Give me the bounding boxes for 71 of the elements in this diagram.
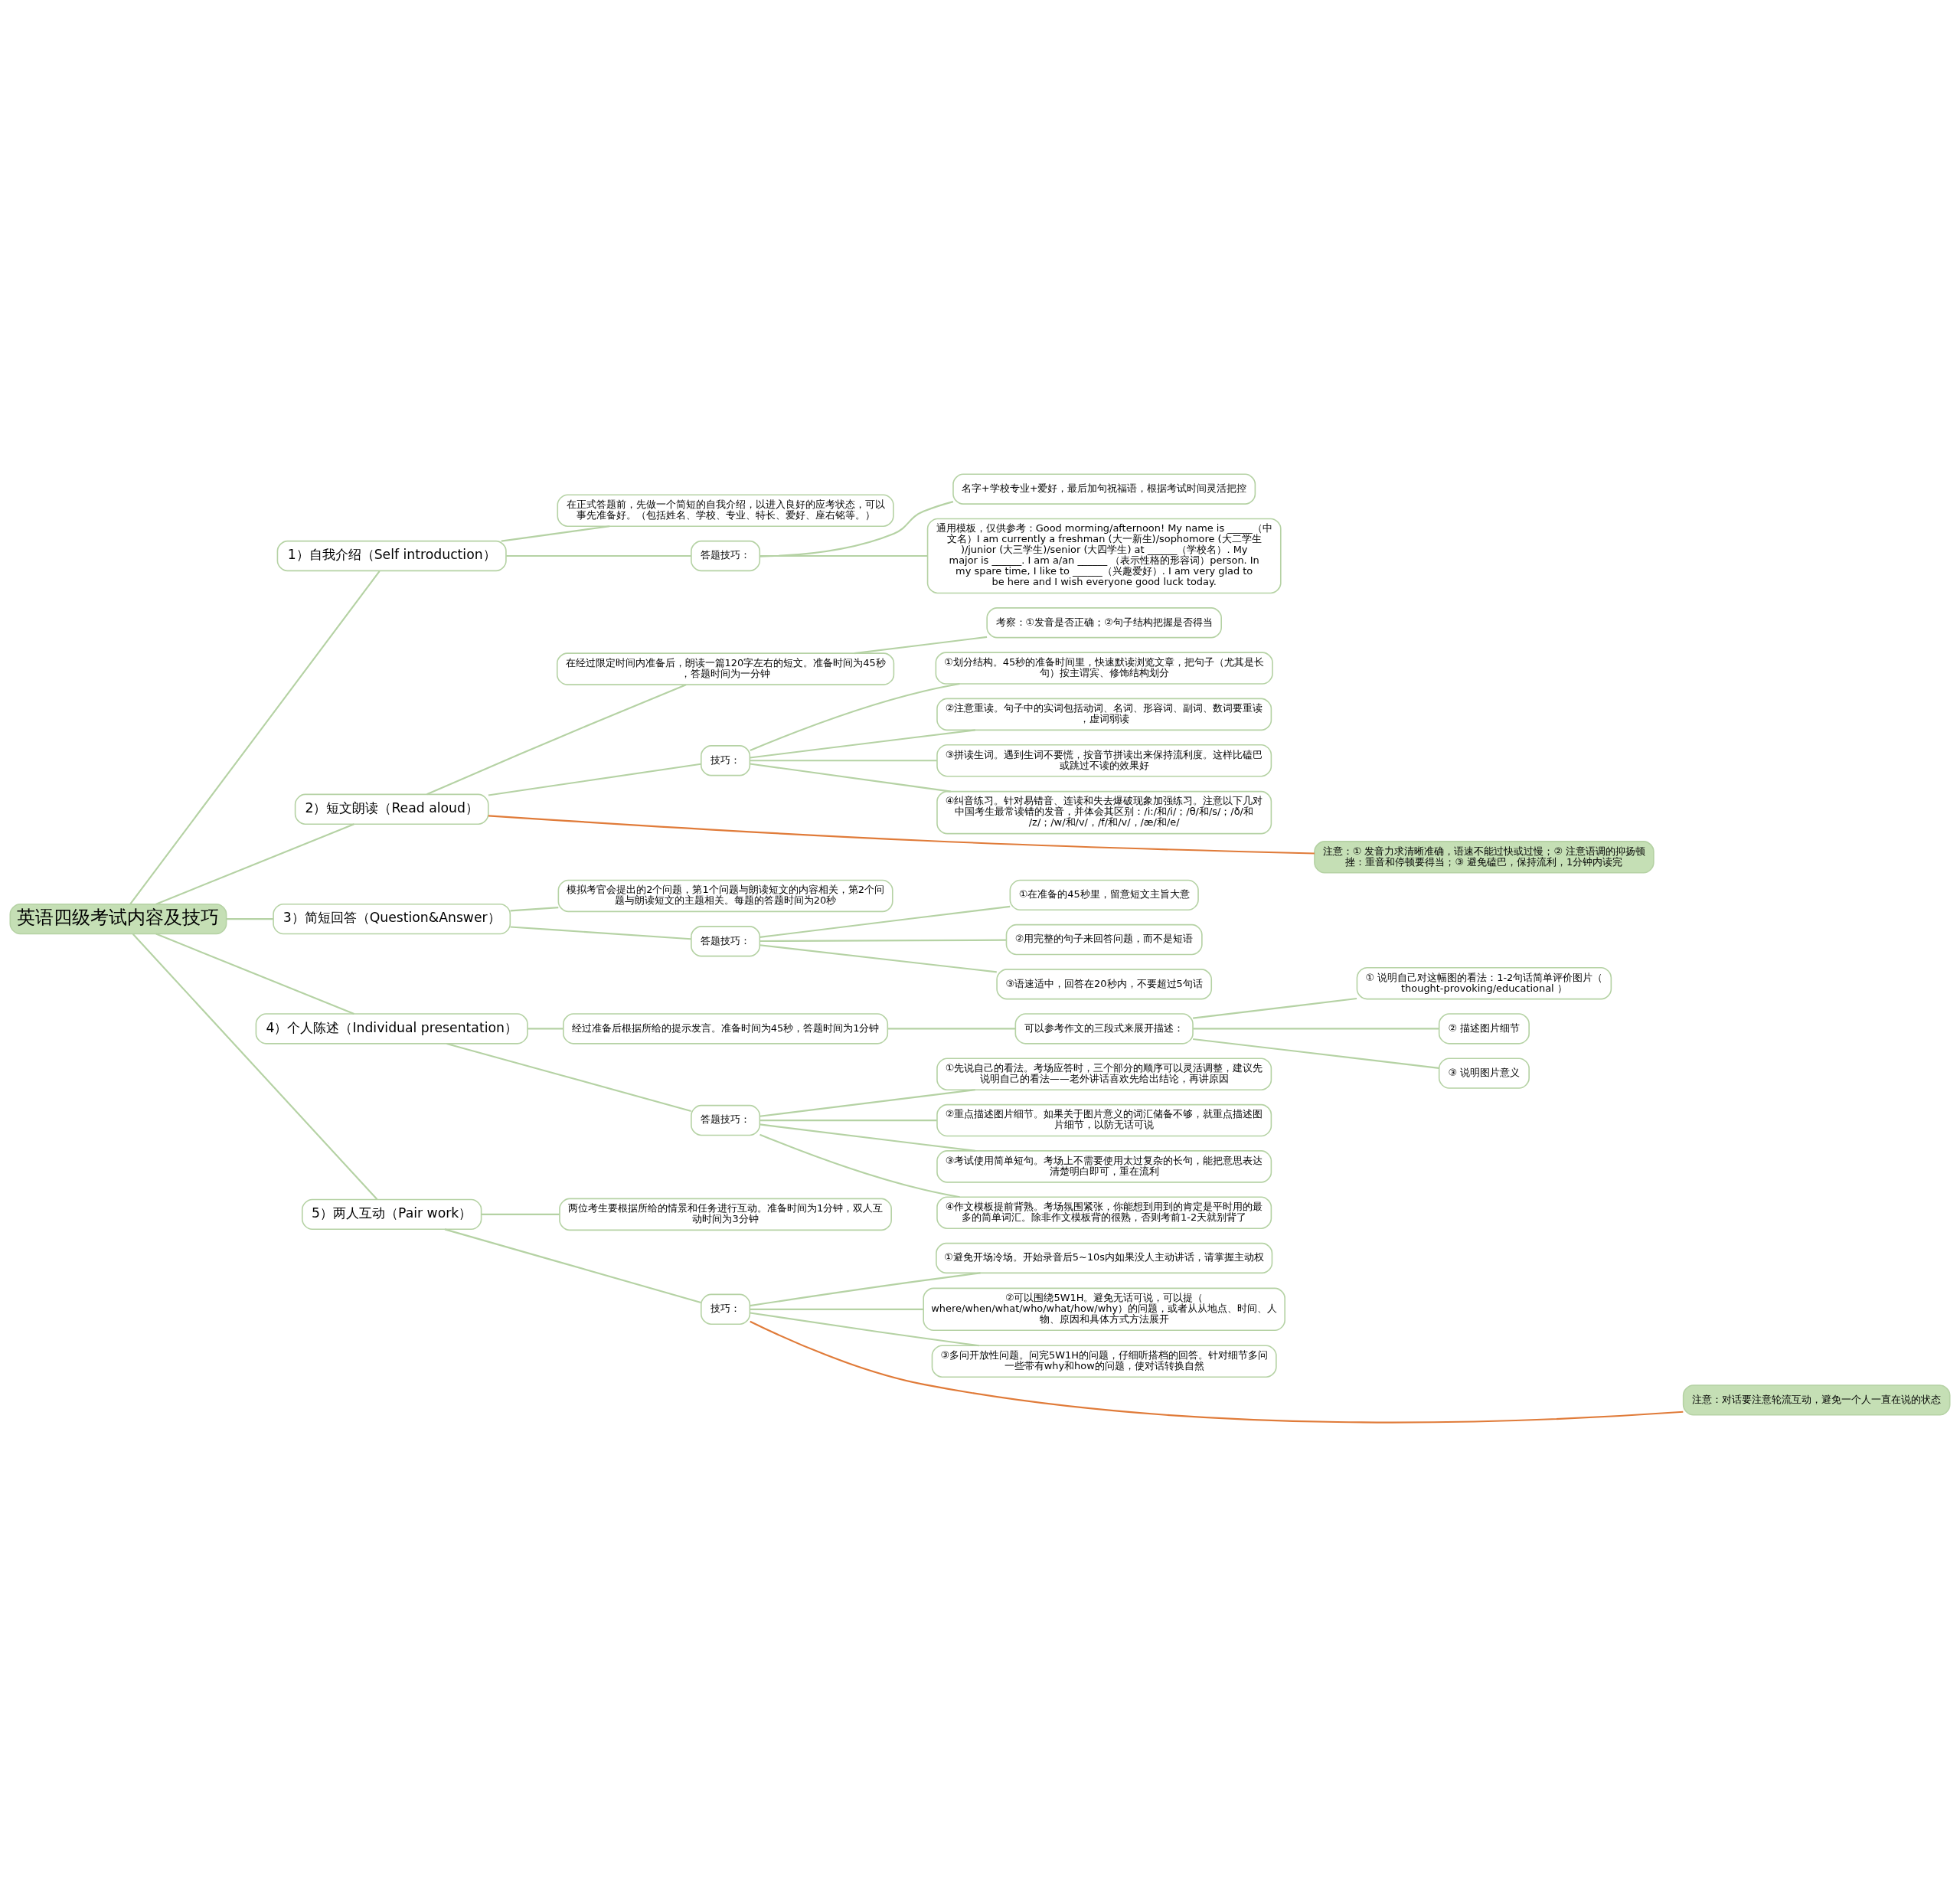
connector [528, 1027, 564, 1030]
connector [760, 939, 1006, 942]
connector [887, 1027, 1016, 1030]
node-box: ②重点描述图片细节。如果关于图片意义的词汇储备不够，就重点描述图片细节，以防无话可说 [936, 1103, 1272, 1136]
node-box: 注意：① 发音力求清晰准确，语速不能过快或过慢；② 注意语调的抑扬顿挫：重音和停顿要得当；③ 避免磕巴，保持流利，1分钟内读完 [1314, 840, 1655, 874]
connector [155, 933, 354, 1015]
node-box: 3）简短回答（Question&Answer） [273, 903, 511, 934]
connector [760, 1119, 937, 1121]
node-box: ①在准备的45秒里，留意短文主旨大意 [1009, 879, 1199, 910]
connector [129, 570, 381, 904]
connector [226, 917, 273, 920]
connector [488, 814, 1315, 855]
node-box: 答题技巧： [691, 925, 761, 956]
node-box: 技巧： [700, 744, 751, 776]
node-box: 名字+学校专业+爱好，最后加句祝福语，根据考试时间灵活把控 [952, 473, 1256, 505]
node-box: ② 描述图片细节 [1438, 1012, 1530, 1044]
connector [510, 906, 559, 911]
node-box: 技巧： [700, 1293, 751, 1325]
node-box: 通用模板，仅供参考：Good morming/afternoon! My name is _____（中文名）I am currently a freshman (大一新生)/sophomore (大二学生)/junior (大三学生)/senior (大四学生) at ______（学校名）. My major is ______. I am a/an ______ （表示性格的形容词）person. In my spare time, I like to ______（兴趣爱好）. I am very glad to be here and I wish everyone good luck today. [926, 518, 1282, 593]
connector [854, 636, 988, 654]
node-box: ②用完整的句子来回答问题，而不是短语 [1005, 923, 1203, 955]
node-box: ①先说自己的看法。考场应答时，三个部分的顺序可以灵活调整，建议先说明自己的看法——老外讲话喜欢先给出结论，再讲原因 [936, 1057, 1272, 1090]
node-box: ③多问开放性问题。问完5W1H的问题，仔细听搭档的回答。针对细节多问一些带有why和how的问题，使对话转换自然 [931, 1344, 1277, 1378]
node-box: ②可以围绕5W1H。避免无话可说，可以提（where/when/what/who/what/how/why）的问题，或者从从地点、时间、人物、原因和具体方式方法展开 [923, 1287, 1285, 1331]
connector [1193, 1027, 1439, 1030]
connector [444, 1227, 701, 1303]
node-box: ①避免开场冷场。开始录音后5~10s内如果没人主动讲话，请掌握主动权 [936, 1242, 1273, 1273]
connector [760, 1123, 975, 1152]
connector [155, 822, 354, 905]
node-box: 注意：对话要注意轮流互动，避免一个人一直在说的状态 [1682, 1384, 1951, 1416]
node-box: 英语四级考试内容及技巧 [9, 903, 227, 934]
node-box: 经过准备后根据所给的提示发言。准备时间为45秒，答题时间为1分钟 [563, 1012, 889, 1044]
connector [488, 763, 701, 796]
connector [446, 1042, 691, 1112]
node-box: ① 说明自己对这幅图的看法：1-2句话简单评价图片（thought-provoking/educational ） [1356, 966, 1612, 999]
connector [760, 500, 954, 557]
node-box: ③拼读生词。遇到生词不要慌，按音节拼读出来保持流利度。这样比磕巴或跳过不读的效果好 [936, 744, 1272, 776]
connector [1193, 1038, 1439, 1069]
connector [481, 1213, 560, 1215]
node-box: ④作文模板提前背熟。考场氛围紧张，你能想到用到的肯定是平时用的最多的简单词汇。除非作文模板背的很熟，否则考前1-2天就别背了 [936, 1195, 1272, 1229]
connector [506, 554, 691, 557]
node-box: ②注意重读。句子中的实词包括动词、名词、形容词、副词、数词要重读，虚词弱读 [936, 698, 1272, 731]
connector [750, 759, 937, 761]
node-box: 两位考生要根据所给的情景和任务进行互动。准备时间为1分钟，双人互动时间为3分钟 [559, 1198, 892, 1231]
connector [760, 905, 1011, 938]
connector [760, 554, 928, 557]
connector [132, 933, 378, 1200]
connector [750, 762, 951, 793]
connector [510, 925, 691, 940]
node-box: 可以参考作文的三段式来展开描述： [1014, 1012, 1194, 1044]
node-box: 考察：①发音是否正确；②句子结构把握是否得当 [986, 606, 1222, 638]
node-box: 模拟考官会提出的2个问题，第1个问题与朗读短文的内容相关，第2个问题与朗读短文的主题相关。每题的答题时间为20秒 [557, 879, 893, 912]
node-box: 答题技巧： [691, 540, 761, 571]
node-box: ③ 说明图片意义 [1438, 1057, 1530, 1089]
connector [750, 1308, 923, 1310]
connector [750, 1320, 1684, 1424]
node-box: 1）自我介绍（Self introduction） [276, 540, 507, 571]
node-box: 2）短文朗读（Read aloud） [294, 793, 489, 825]
node-box: 答题技巧： [691, 1104, 761, 1136]
connector [426, 683, 687, 795]
connector [760, 943, 997, 973]
node-box: 5）两人互动（Pair work） [301, 1198, 482, 1230]
node-box: 4）个人陈述（Individual presentation） [255, 1012, 528, 1044]
connector [1193, 997, 1357, 1019]
node-box: ①划分结构。45秒的准备时间里，快速默读浏览文章，把句子（尤其是长句）按主谓宾、修饰结构划分 [935, 651, 1273, 685]
node-box: ④纠音练习。针对易错音、连读和失去爆破现象加强练习。注意以下几对中国考生最常读错的发音，并体会其区别：/i:/和/i/；/θ/和/s/；/ð/和/z/；/w/和/v/，/f/和/v/，/æ/和/e/ [936, 790, 1272, 834]
node-box: ③语速适中，回答在20秒内，不要超过5句话 [996, 968, 1213, 999]
connector [501, 525, 610, 542]
node-box: ③考试使用简单短句。考场上不需要使用太过复杂的长句，能把意思表达清楚明白即可，重在流利 [936, 1149, 1272, 1183]
node-box: 在经过限定时间内准备后，朗读一篇120字左右的短文。准备时间为45秒，答题时间为一分钟 [556, 652, 895, 685]
node-box: 在正式答题前，先做一个简短的自我介绍，以进入良好的应考状态，可以事先准备好。（包括姓名、学校、专业、特长、爱好、座右铭等。） [557, 493, 894, 527]
